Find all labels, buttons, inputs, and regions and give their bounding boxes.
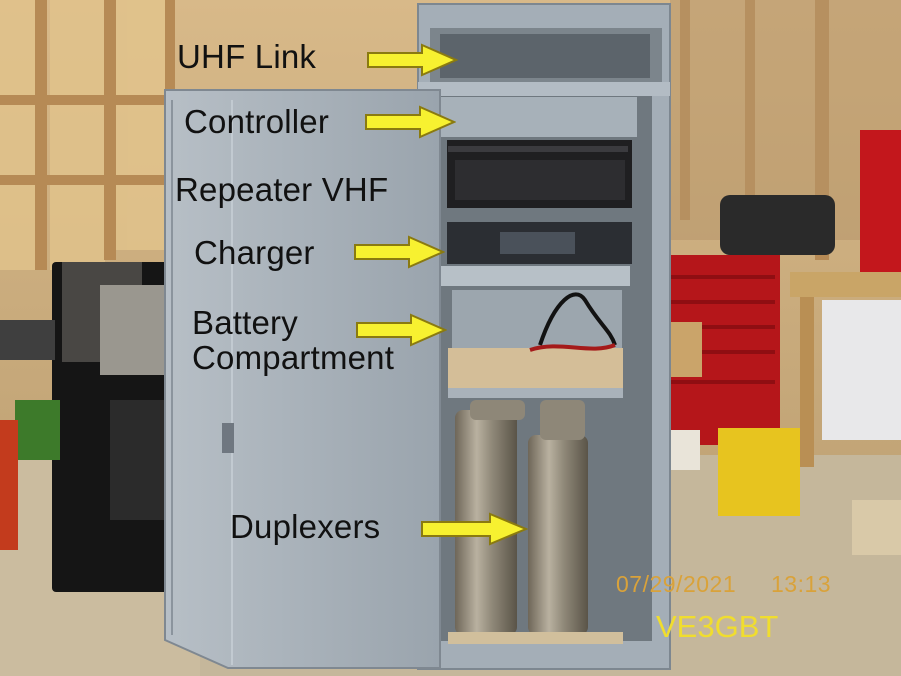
controller-arrow bbox=[365, 105, 456, 139]
time-stamp: 13:13 bbox=[771, 571, 832, 597]
repeater-vhf-label: Repeater VHF bbox=[175, 171, 389, 208]
duplexers-arrow bbox=[421, 512, 528, 546]
charger-label: Charger bbox=[194, 234, 315, 271]
callsign-watermark: VE3GBT bbox=[656, 609, 779, 644]
controller-label: Controller bbox=[184, 103, 330, 140]
battery-label-line2: Compartment bbox=[192, 338, 395, 376]
uhf-link-label: UHF Link bbox=[177, 38, 317, 75]
battery-arrow bbox=[356, 313, 447, 347]
battery-label-line1: Battery bbox=[192, 304, 298, 341]
duplexers-label: Duplexers bbox=[230, 508, 381, 545]
battery-compartment-label: Battery Compartment bbox=[192, 304, 395, 376]
charger-arrow bbox=[354, 235, 445, 269]
date-stamp: 07/29/2021 bbox=[616, 571, 737, 597]
uhf-link-arrow bbox=[367, 43, 458, 77]
